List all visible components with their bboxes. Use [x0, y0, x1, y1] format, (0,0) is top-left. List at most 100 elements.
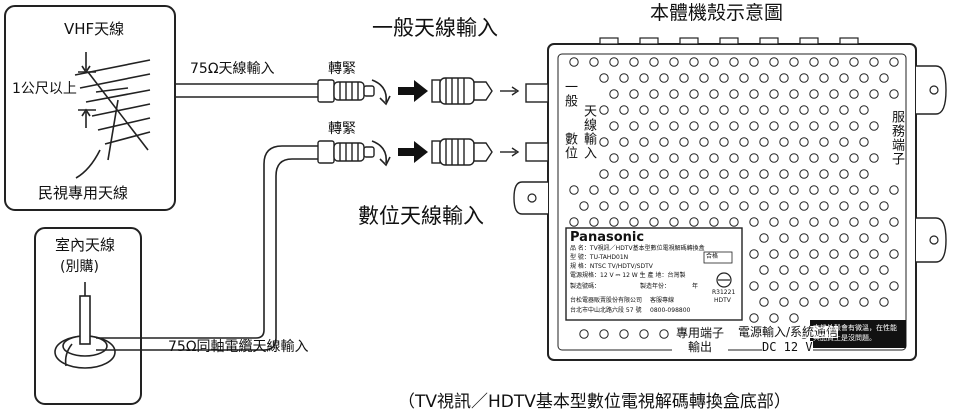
vent-hole: [779, 233, 789, 243]
certification-icon: [716, 272, 732, 288]
vent-hole: [769, 249, 779, 259]
vent-hole: [819, 233, 829, 243]
vent-hole: [739, 73, 749, 83]
vent-hole: [879, 297, 889, 307]
vent-hole: [759, 297, 769, 307]
vent-hole: [779, 73, 789, 83]
digital-input-label: 數位天線輸入: [358, 204, 484, 228]
vent-hole: [849, 57, 859, 67]
vent-hole: [569, 217, 579, 227]
vent-hole: [609, 153, 619, 163]
vent-hole: [889, 249, 899, 259]
vent-hole: [759, 201, 769, 211]
nameplate-line4: 電源規格：12 V ⎓ 12 W 生 產 地：台灣製: [570, 272, 686, 279]
vent-hole: [699, 105, 709, 115]
vent-hole: [619, 105, 629, 115]
vent-hole: [609, 185, 619, 195]
general-antenna-port: [525, 83, 549, 103]
vent-hole: [869, 281, 879, 291]
vent-hole: [769, 281, 779, 291]
vent-hole: [699, 137, 709, 147]
vent-hole: [589, 57, 599, 67]
general-input-label: 一般天線輸入: [372, 16, 498, 40]
vent-hole: [729, 217, 739, 227]
cert-code: R31221: [712, 289, 736, 296]
vent-hole: [639, 105, 649, 115]
vent-hole: [629, 185, 639, 195]
vent-hole: [649, 89, 659, 99]
digital-antenna-port: [525, 142, 549, 162]
pass-mark: 合格: [706, 253, 719, 260]
vent-hole: [759, 233, 769, 243]
vent-hole: [719, 105, 729, 115]
vent-hole: [819, 105, 829, 115]
vent-hole: [629, 217, 639, 227]
vent-hole: [699, 201, 709, 211]
vent-hole: [779, 105, 789, 115]
device-vents-top: [599, 37, 859, 45]
vent-hole: [609, 217, 619, 227]
vent-hole: [659, 329, 669, 339]
nameplate-line5: 製造號碼：: [570, 283, 601, 290]
vent-hole: [659, 73, 669, 83]
vent-hole: [669, 89, 679, 99]
vent-hole: [569, 185, 579, 195]
vent-hole: [869, 121, 879, 131]
vent-hole: [639, 137, 649, 147]
vent-hole: [669, 57, 679, 67]
vent-hole: [809, 217, 819, 227]
vent-hole: [649, 57, 659, 67]
vent-hole: [709, 89, 719, 99]
vent-hole: [679, 105, 689, 115]
tighten-label-top: 轉緊: [328, 61, 356, 77]
vent-hole: [789, 281, 799, 291]
side-general-label: 一般: [562, 80, 577, 108]
vent-hole: [659, 201, 669, 211]
vent-hole: [749, 185, 759, 195]
vent-hole: [589, 217, 599, 227]
vent-hole: [839, 201, 849, 211]
vent-hole: [699, 169, 709, 179]
vent-hole: [719, 201, 729, 211]
vent-hole: [749, 121, 759, 131]
nameplate-line5b: 製造年份：: [640, 283, 671, 290]
vent-hole: [829, 57, 839, 67]
vent-hole: [579, 329, 589, 339]
vent-hole: [629, 57, 639, 67]
vent-hole: [659, 105, 669, 115]
vent-hole: [889, 89, 899, 99]
vhf-antenna-icon: [74, 52, 151, 179]
vent-hole: [569, 57, 579, 67]
vent-hole: [719, 137, 729, 147]
vent-hole: [799, 105, 809, 115]
vent-hole: [739, 169, 749, 179]
vent-hole: [619, 169, 629, 179]
direction-arrow-icon: [398, 141, 428, 163]
vent-hole: [889, 185, 899, 195]
vent-hole: [709, 217, 719, 227]
vent-hole: [659, 169, 669, 179]
vent-hole: [869, 217, 879, 227]
vent-hole: [819, 201, 829, 211]
vent-hole: [759, 137, 769, 147]
vent-hole: [859, 137, 869, 147]
vent-hole: [869, 185, 879, 195]
vent-hole: [849, 185, 859, 195]
vent-hole: [609, 121, 619, 131]
vent-hole: [669, 153, 679, 163]
tighten-label-bottom: 轉緊: [328, 121, 356, 137]
vent-hole: [889, 57, 899, 67]
plug-digital-icon: [317, 140, 375, 164]
antenna-cables: [96, 83, 325, 351]
vent-hole: [679, 201, 689, 211]
vent-hole: [829, 89, 839, 99]
vent-hole: [839, 297, 849, 307]
vent-hole: [689, 217, 699, 227]
vent-hole: [689, 57, 699, 67]
vent-hole: [849, 217, 859, 227]
vent-hole: [849, 281, 859, 291]
vent-hole: [889, 281, 899, 291]
vent-hole: [809, 153, 819, 163]
vent-hole: [619, 137, 629, 147]
